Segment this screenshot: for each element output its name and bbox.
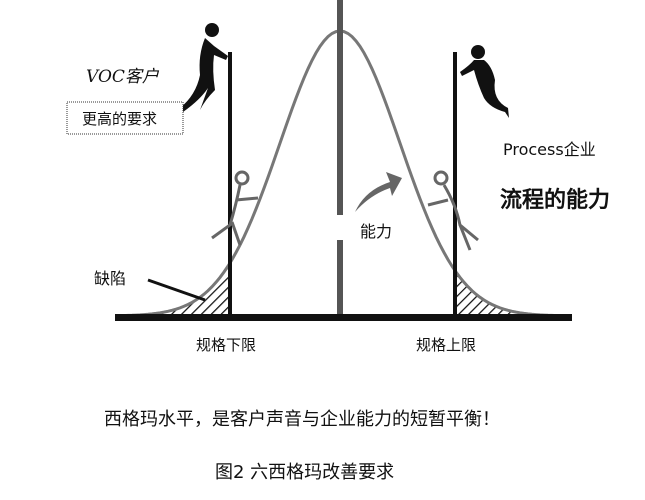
lower-spec-limit-label: 规格下限 — [196, 336, 257, 354]
defect-area-right — [455, 270, 560, 316]
baseline — [115, 314, 572, 321]
upper-spec-limit-line — [453, 52, 457, 318]
company-climber-figure — [460, 45, 509, 118]
center-line-bottom — [337, 240, 343, 318]
process-capability-title: 流程的能力 — [500, 188, 611, 213]
figure-title: 图2 六西格玛改善要求 — [215, 462, 395, 483]
upper-climber-figure — [427, 170, 479, 251]
voc-customer-label: VOC客户 — [86, 67, 159, 87]
center-line-top — [337, 0, 343, 215]
defect-area-left — [120, 266, 230, 316]
defect-arrow — [147, 278, 206, 302]
customer-climber-figure — [176, 23, 228, 118]
higher-requirement-box — [66, 101, 184, 135]
lower-climber-figure — [211, 170, 259, 246]
upper-spec-limit-label: 规格上限 — [416, 336, 477, 354]
process-company-label: Process企业 — [503, 140, 596, 159]
defect-label: 缺陷 — [94, 269, 127, 288]
caption: 西格玛水平，是客户声音与企业能力的短暂平衡！ — [104, 409, 500, 430]
higher-requirement-label: 更高的要求 — [82, 110, 158, 128]
capability-label: 能力 — [360, 222, 393, 241]
lower-spec-limit-line — [228, 52, 232, 318]
capability-arrow-icon — [355, 172, 402, 212]
